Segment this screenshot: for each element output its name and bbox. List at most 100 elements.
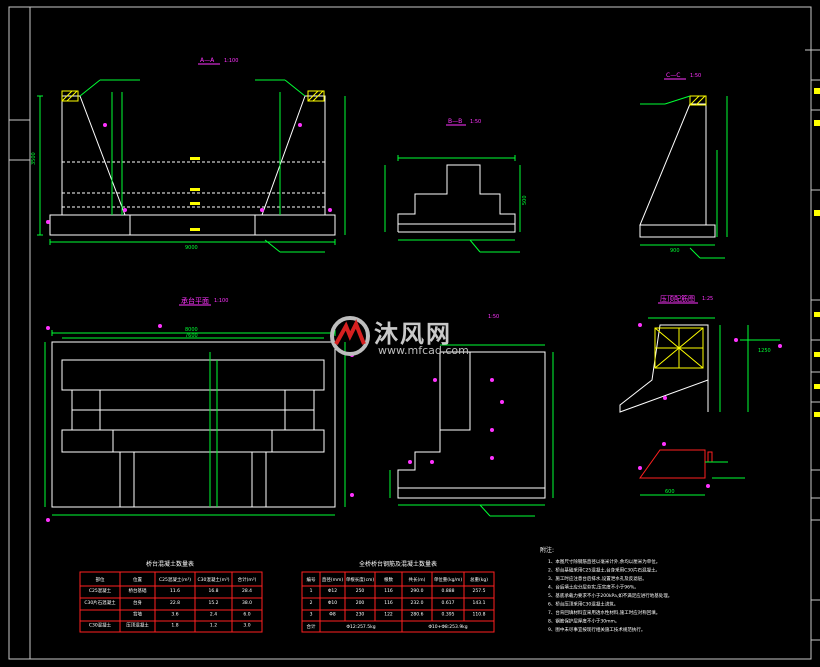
table1-cell: 15.2 <box>208 600 218 606</box>
plan-scale: 1:100 <box>214 298 228 304</box>
table2-total-cell: Φ10+Φ8:253.9kg <box>428 624 467 630</box>
table1-cell: 背墙 <box>133 611 142 618</box>
plan-title: 承台平面 <box>181 296 209 305</box>
notes-title: 附注: <box>540 546 554 554</box>
table1-cell: 1.2 <box>210 623 217 629</box>
note-line: 7、台背回填材料宜采用透水性材料,施工时应对称回填。 <box>548 609 660 616</box>
detail-scale: 1:25 <box>702 296 713 302</box>
aa-bottom-dim: 9000 <box>185 245 198 251</box>
table2-cell: 230 <box>356 612 365 618</box>
table1-cell: 22.8 <box>170 600 180 606</box>
section-bb-title: B—B <box>448 118 462 125</box>
plan-top-dim-1: 8000 <box>185 327 198 333</box>
table1-header-cell: C25混凝土(m³) <box>159 576 191 583</box>
table1-cell: 3.6 <box>171 612 178 618</box>
note-line: 5、基底承载力要求不小于200kPa,如不满足应进行地基处理。 <box>548 592 672 599</box>
section-cc-scale: 1:50 <box>690 73 701 79</box>
side-view: 1:50 <box>389 314 554 517</box>
table2-cell: 250 <box>356 588 365 594</box>
section-aa-scale: 1:100 <box>224 58 238 64</box>
table2-cell: 3 <box>310 612 313 618</box>
note-line: 4、台后填土应分层夯实,压实度不小于96%。 <box>548 584 639 591</box>
table2-cell: Φ10 <box>328 600 337 606</box>
table1-cell: C25混凝土 <box>89 587 112 594</box>
drawing-frame <box>8 6 820 660</box>
table1-cell: C30片石混凝土 <box>84 599 116 606</box>
table1-cell: 16.8 <box>208 588 218 594</box>
watermark-url: www.mfcad.com <box>378 344 469 357</box>
note-line: 2、桥台基础采用C25混凝土,台身采用C30片石混凝土。 <box>548 567 660 574</box>
title-block <box>811 79 820 641</box>
note-line: 8、钢筋保护层厚度不小于30mm。 <box>548 618 619 625</box>
table1-title: 桥台混凝土数量表 <box>146 560 194 568</box>
table2-cell: 116 <box>384 600 393 606</box>
cap-detail: 压顶配筋图 1:25 1250 <box>619 294 782 496</box>
table2-cell: 200 <box>356 600 365 606</box>
table2-header-cell: 总重(kg) <box>470 576 488 583</box>
table1-header-cell: 部位 <box>96 576 105 583</box>
table1-header-cell: 位置 <box>133 576 142 583</box>
table2-header-cell: 根数 <box>384 576 393 583</box>
drawing-notes: 附注: 1、本图尺寸除钢筋直径以毫米计外,余均以厘米为单位。 2、桥台基础采用C2… <box>540 546 672 633</box>
section-cc: C—C 1:50 900 <box>639 72 728 259</box>
table1-cell: 1.8 <box>171 623 178 629</box>
table1-cell: 台身 <box>133 599 142 606</box>
section-bb: B—B 1:50 500 <box>384 118 528 253</box>
aa-height-dim: 3500 <box>31 152 37 165</box>
table2-cell: 116 <box>384 588 393 594</box>
table2-cell: 0.888 <box>442 588 455 594</box>
rebar-quantity-table: 全桥桥台钢筋及混凝土数量表 编号直径(mm)单根长度(cm)根数共长(m)单位重… <box>301 560 495 633</box>
table2-cell: 122 <box>384 612 393 618</box>
table2-cell: 143.1 <box>473 600 486 606</box>
table2-cell: 0.395 <box>442 612 455 618</box>
note-line: 1、本图尺寸除钢筋直径以毫米计外,余均以厘米为单位。 <box>548 558 660 565</box>
table2-cell: Φ8 <box>329 612 336 618</box>
table1-cell: C30混凝土 <box>89 622 112 629</box>
table2-header-cell: 单根长度(cm) <box>346 576 375 583</box>
table2-header-cell: 单位重(kg/m) <box>434 576 463 583</box>
table1-cell: 28.4 <box>242 588 252 594</box>
table2-cell: Φ12 <box>328 588 337 594</box>
table2-total-cell: Φ12:257.5kg <box>346 624 375 630</box>
mfcad-logo-icon <box>330 316 370 356</box>
table1-header-cell: C30混凝土(m³) <box>197 576 229 583</box>
table2-header-cell: 编号 <box>307 576 316 583</box>
table1-cell: 桥台基础 <box>129 587 147 594</box>
note-line: 6、桥台压顶采用C30混凝土浇筑。 <box>548 601 618 608</box>
note-line: 3、施工时应注意台后排水,设置泄水孔及反滤层。 <box>548 575 647 582</box>
table1-cell: 3.0 <box>243 623 250 629</box>
watermark-text: 沐风网 <box>374 320 452 348</box>
detail-dim-b: 600 <box>665 489 675 495</box>
table1-cell: 压顶混凝土 <box>126 622 149 629</box>
table1-header-cell: 合计(m³) <box>238 576 257 583</box>
cc-width-dim: 900 <box>670 248 680 254</box>
section-bb-scale: 1:50 <box>470 119 481 125</box>
side-scale: 1:50 <box>488 314 499 320</box>
table1-cell: 11.6 <box>170 588 180 594</box>
detail-title: 压顶配筋图 <box>660 294 695 303</box>
table1-cell: 38.0 <box>242 600 252 606</box>
bb-height-dim: 500 <box>522 195 528 205</box>
table2-cell: 0.617 <box>442 600 455 606</box>
table2-cell: 290.0 <box>411 588 424 594</box>
section-cc-title: C—C <box>666 72 680 79</box>
watermark: 沐风网 www.mfcad.com <box>322 312 502 362</box>
table2-total-cell: 合计 <box>307 623 316 630</box>
table2-cell: 2 <box>310 600 313 606</box>
table2-cell: 110.8 <box>473 612 486 618</box>
section-aa-title: A—A <box>200 57 215 64</box>
title-block-glyphs <box>814 88 820 417</box>
table2-cell: 257.5 <box>473 588 486 594</box>
table2-cell: 232.0 <box>411 600 424 606</box>
table2-header-cell: 共长(m) <box>409 576 426 583</box>
table2-cell: 1 <box>310 588 313 594</box>
concrete-quantity-table: 桥台混凝土数量表 部位 位置 C25混凝土(m³) C30混凝土(m³) 合计(m³) C… <box>79 560 263 633</box>
plan-top-dim-2: 7600 <box>185 333 198 339</box>
table2-cell: 280.6 <box>411 612 424 618</box>
section-aa: A—A 1:100 <box>31 57 346 253</box>
table1-cell: 6.0 <box>243 612 250 618</box>
note-line: 9、图中未尽事宜按现行相关施工技术规范执行。 <box>548 626 645 633</box>
table2-header-cell: 直径(mm) <box>322 576 344 583</box>
detail-dim-a: 1250 <box>758 348 771 354</box>
